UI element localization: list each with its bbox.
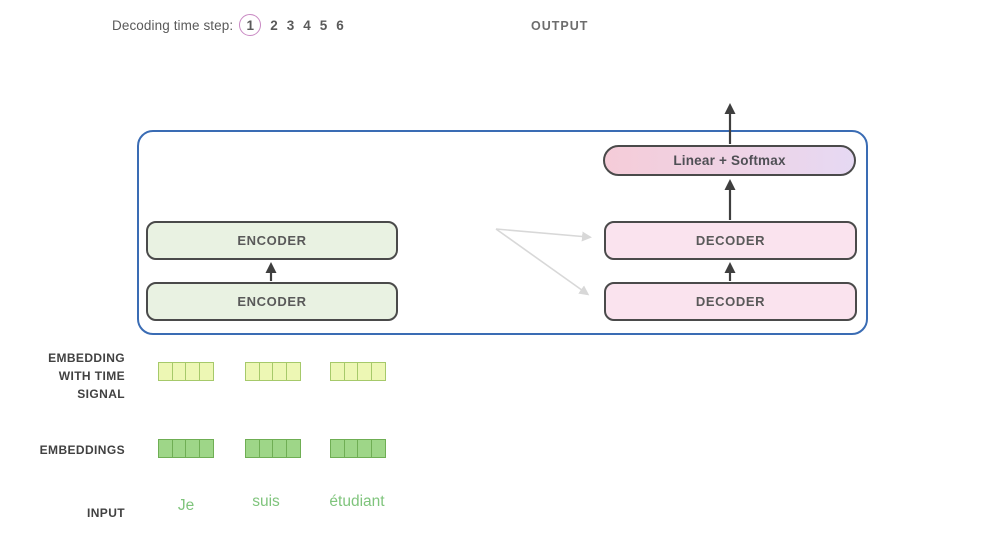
input-word-etudiant: étudiant	[329, 493, 385, 510]
embedding-with-time-signal-label: EMBEDDING WITH TIME SIGNAL	[20, 349, 125, 403]
embedding-vector-3	[330, 439, 386, 458]
embedding-with-time-signal-label-line2: WITH TIME	[58, 369, 125, 383]
embedding-vector-1	[158, 439, 214, 458]
transformer-container-box	[137, 130, 868, 335]
vector-cell	[286, 439, 301, 458]
input-word-je: Je	[177, 497, 195, 514]
encoder-top-box: ENCODER	[146, 221, 398, 260]
time-step-6: 6	[336, 17, 344, 33]
linear-softmax-box: Linear + Softmax	[603, 145, 856, 176]
embedding-vector-2	[245, 439, 301, 458]
embedding-with-time-signal-label-line1: EMBEDDING	[48, 351, 125, 365]
vector-cell	[286, 362, 301, 381]
vector-cell	[371, 362, 386, 381]
time-step-1-circle: 1	[239, 14, 262, 36]
vector-cell	[371, 439, 386, 458]
input-label: INPUT	[87, 506, 125, 520]
encoder-bottom-box: ENCODER	[146, 282, 398, 321]
embeddings-label: EMBEDDINGS	[39, 443, 125, 457]
time-step-3: 3	[286, 17, 295, 33]
time-step-5: 5	[319, 17, 328, 33]
decoder-top-box: DECODER	[604, 221, 857, 260]
decoder-bottom-box: DECODER	[604, 282, 857, 321]
time-signal-vector-3	[330, 362, 386, 381]
embedding-with-time-signal-label-line3: SIGNAL	[77, 387, 125, 401]
decoding-time-step-label: Decoding time step:	[112, 17, 234, 33]
time-step-1: 1	[246, 17, 254, 33]
vector-cell	[199, 439, 214, 458]
time-signal-vector-2	[245, 362, 301, 381]
input-word-suis: suis	[252, 493, 280, 510]
time-signal-vector-1	[158, 362, 214, 381]
time-step-2: 2	[270, 17, 278, 33]
decoding-time-step-row: Decoding time step: 1 2 3 4 5 6	[112, 13, 344, 37]
vector-cell	[199, 362, 214, 381]
output-label: OUTPUT	[531, 19, 589, 33]
time-step-4: 4	[303, 17, 311, 33]
